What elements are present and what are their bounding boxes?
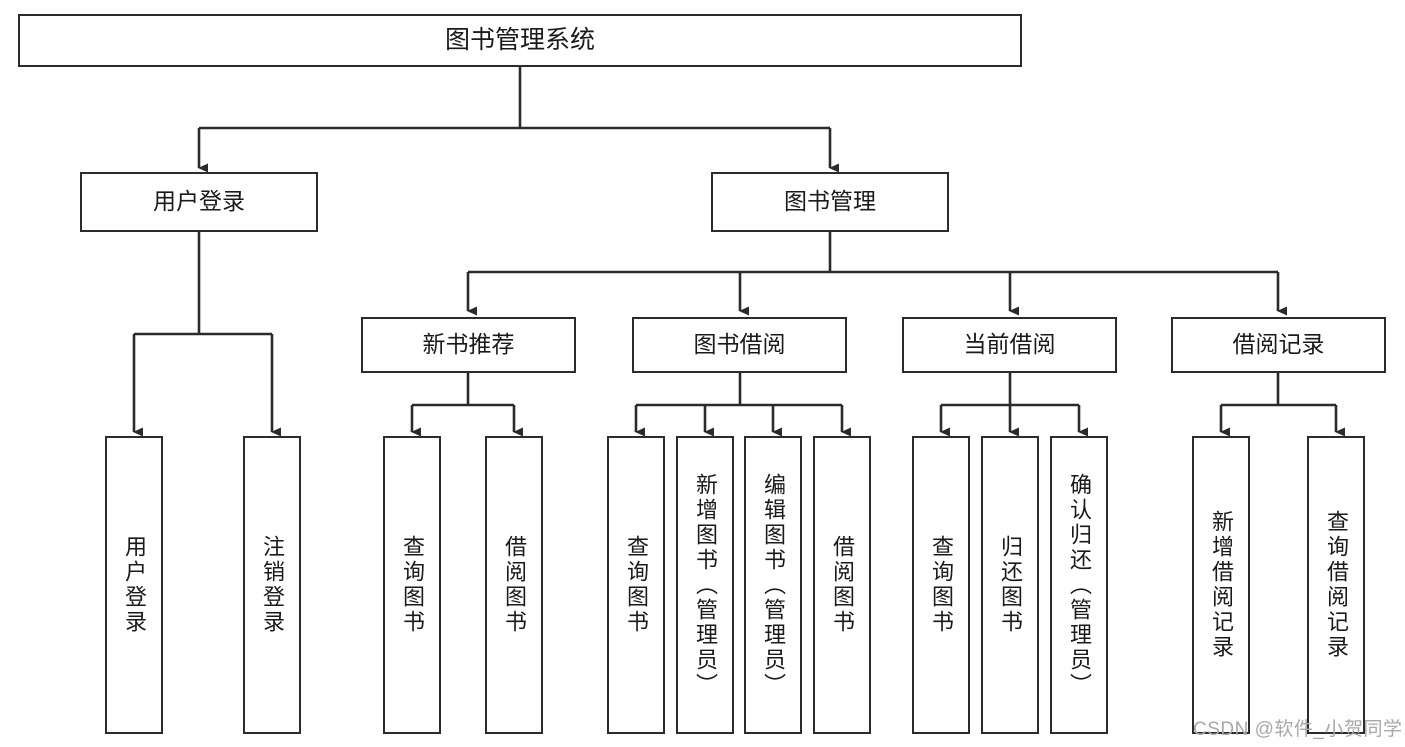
leaf-current-confirm-return-admin[interactable]: 确认归还（管理员） [1050,436,1108,734]
node-user-login-label: 用户登录 [153,188,245,215]
node-root-label: 图书管理系统 [444,25,595,54]
leaf-record-query-borrow-record[interactable]: 查询借阅记录 [1307,436,1365,734]
node-new-book-recommend-label: 新书推荐 [422,331,515,358]
node-user-login[interactable]: 用户登录 [80,172,318,232]
node-book-management-label: 图书管理 [784,188,876,215]
leaf-current-confirm-return-admin-label: 确认归还（管理员） [1067,472,1092,698]
leaf-user-login[interactable]: 用户登录 [105,436,163,734]
node-borrow-record[interactable]: 借阅记录 [1171,317,1386,373]
leaf-newbook-borrow-book[interactable]: 借阅图书 [485,436,543,734]
leaf-borrow-borrow-book-label: 借阅图书 [830,535,855,635]
leaf-record-query-borrow-record-label: 查询借阅记录 [1324,510,1349,660]
leaf-user-login-label: 用户登录 [122,535,147,635]
node-borrow-record-label: 借阅记录 [1232,331,1325,358]
leaf-borrow-borrow-book[interactable]: 借阅图书 [813,436,871,734]
leaf-borrow-query-book-label: 查询图书 [624,535,649,635]
leaf-current-return-book-label: 归还图书 [998,535,1023,635]
leaf-record-add-borrow-record-label: 新增借阅记录 [1209,510,1234,660]
node-current-borrow-label: 当前借阅 [963,331,1056,358]
leaf-current-query-book-label: 查询图书 [929,535,954,635]
node-book-management[interactable]: 图书管理 [711,172,949,232]
leaf-newbook-query-book-label: 查询图书 [400,535,425,635]
node-current-borrow[interactable]: 当前借阅 [902,317,1117,373]
node-book-borrow[interactable]: 图书借阅 [632,317,847,373]
node-book-borrow-label: 图书借阅 [693,331,786,358]
node-new-book-recommend[interactable]: 新书推荐 [361,317,576,373]
leaf-current-return-book[interactable]: 归还图书 [981,436,1039,734]
leaf-borrow-edit-book-admin-label: 编辑图书（管理员） [761,472,786,698]
leaf-borrow-add-book-admin-label: 新增图书（管理员） [693,472,718,698]
leaf-borrow-add-book-admin[interactable]: 新增图书（管理员） [676,436,734,734]
leaf-newbook-query-book[interactable]: 查询图书 [383,436,441,734]
leaf-newbook-borrow-book-label: 借阅图书 [502,535,527,635]
leaf-logout[interactable]: 注销登录 [243,436,301,734]
leaf-borrow-edit-book-admin[interactable]: 编辑图书（管理员） [744,436,802,734]
node-root-book-management-system[interactable]: 图书管理系统 [18,14,1022,67]
leaf-borrow-query-book[interactable]: 查询图书 [607,436,665,734]
leaf-current-query-book[interactable]: 查询图书 [912,436,970,734]
leaf-record-add-borrow-record[interactable]: 新增借阅记录 [1192,436,1250,734]
leaf-logout-label: 注销登录 [260,535,285,635]
